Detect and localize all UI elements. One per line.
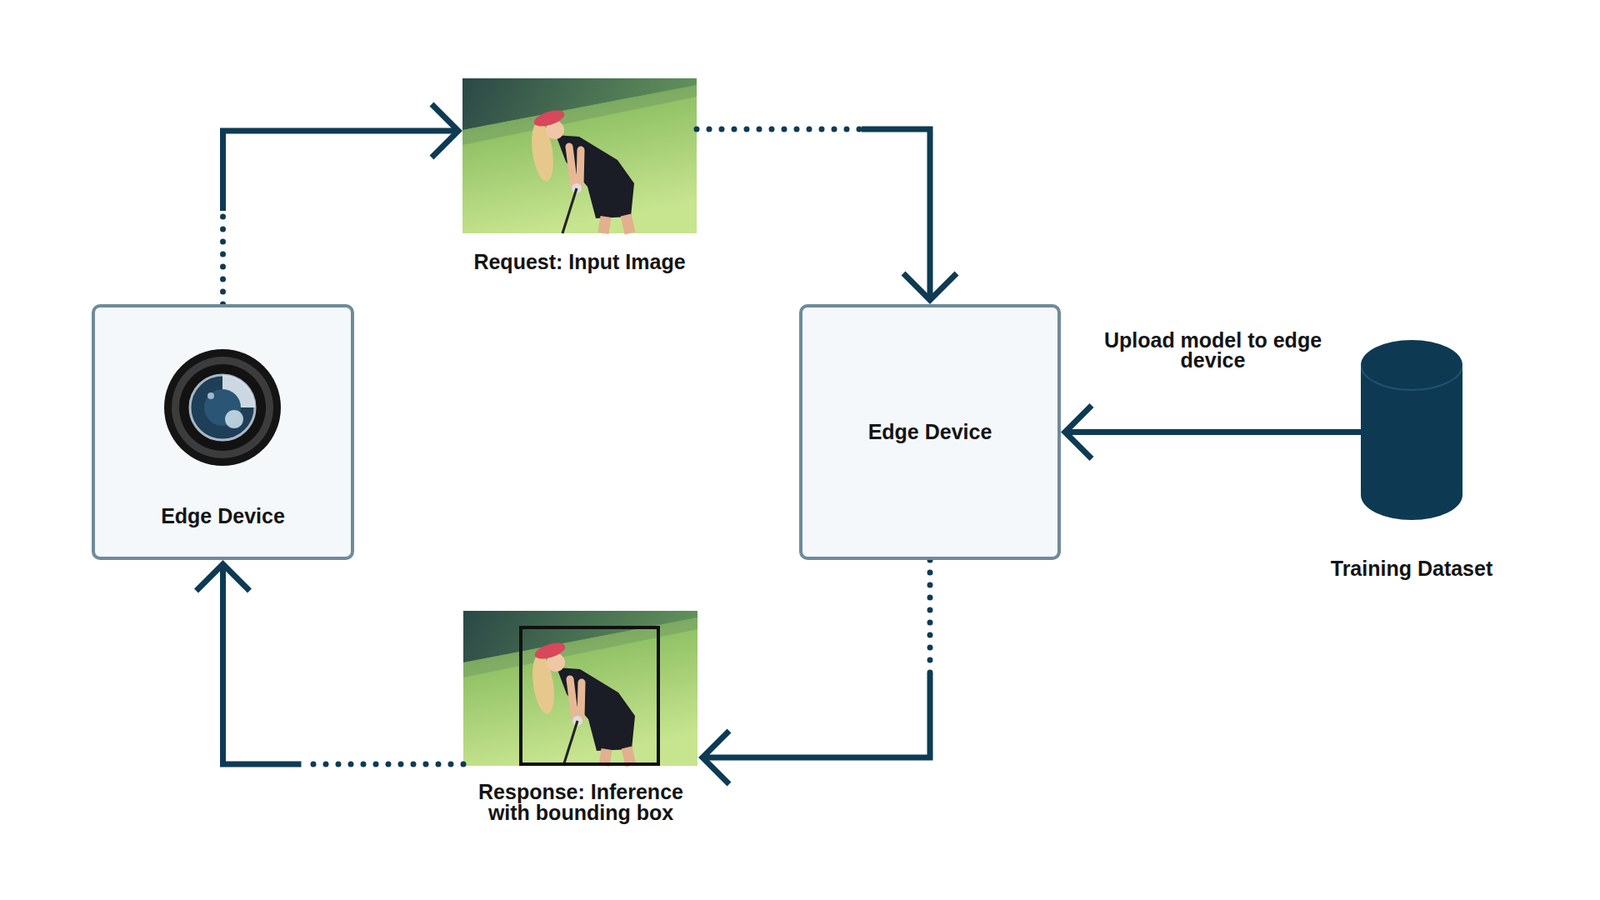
dotted-line xyxy=(220,210,226,305)
arrowhead xyxy=(702,730,730,785)
camera-icon xyxy=(155,340,290,475)
dotted-line xyxy=(696,126,862,133)
solid-line xyxy=(1065,429,1361,435)
flow-arrow xyxy=(702,560,930,785)
flow-arrow xyxy=(196,564,465,765)
golfer-photo xyxy=(463,610,698,766)
output-image: Response: Inference with bounding box xyxy=(463,610,699,767)
arrowhead xyxy=(903,273,957,300)
cylinder-body xyxy=(1360,340,1463,520)
image-caption: Request: Input Image xyxy=(473,251,685,273)
input-image: Request: Input Image xyxy=(462,78,697,234)
solid-line xyxy=(223,130,460,211)
flow-arrow xyxy=(696,129,957,300)
solid-line xyxy=(702,673,930,758)
cylinder-rim xyxy=(1360,365,1463,390)
node-label: Edge Device xyxy=(868,421,993,443)
dotted-line xyxy=(927,560,934,674)
cylinder-shape xyxy=(1360,340,1463,520)
edge-label: Upload model to edge device xyxy=(1092,330,1335,370)
image-caption: Response: Inference with bounding box xyxy=(460,781,702,824)
arrowhead xyxy=(1065,405,1092,460)
device-box: Edge Device xyxy=(799,304,1061,560)
flow-arrow xyxy=(1065,405,1361,460)
arrowhead xyxy=(196,564,250,591)
image-caption: Training Dataset xyxy=(1330,558,1494,580)
solid-line xyxy=(223,564,302,765)
arrowhead xyxy=(431,104,459,158)
dotted-line xyxy=(301,761,465,768)
solid-line xyxy=(861,129,930,300)
golfer-photo xyxy=(462,78,697,234)
node-label: Edge Device xyxy=(160,505,285,527)
bounding-box xyxy=(520,627,659,765)
dataset-cylinder: Training Dataset xyxy=(1360,340,1463,520)
flow-arrow xyxy=(223,104,460,305)
